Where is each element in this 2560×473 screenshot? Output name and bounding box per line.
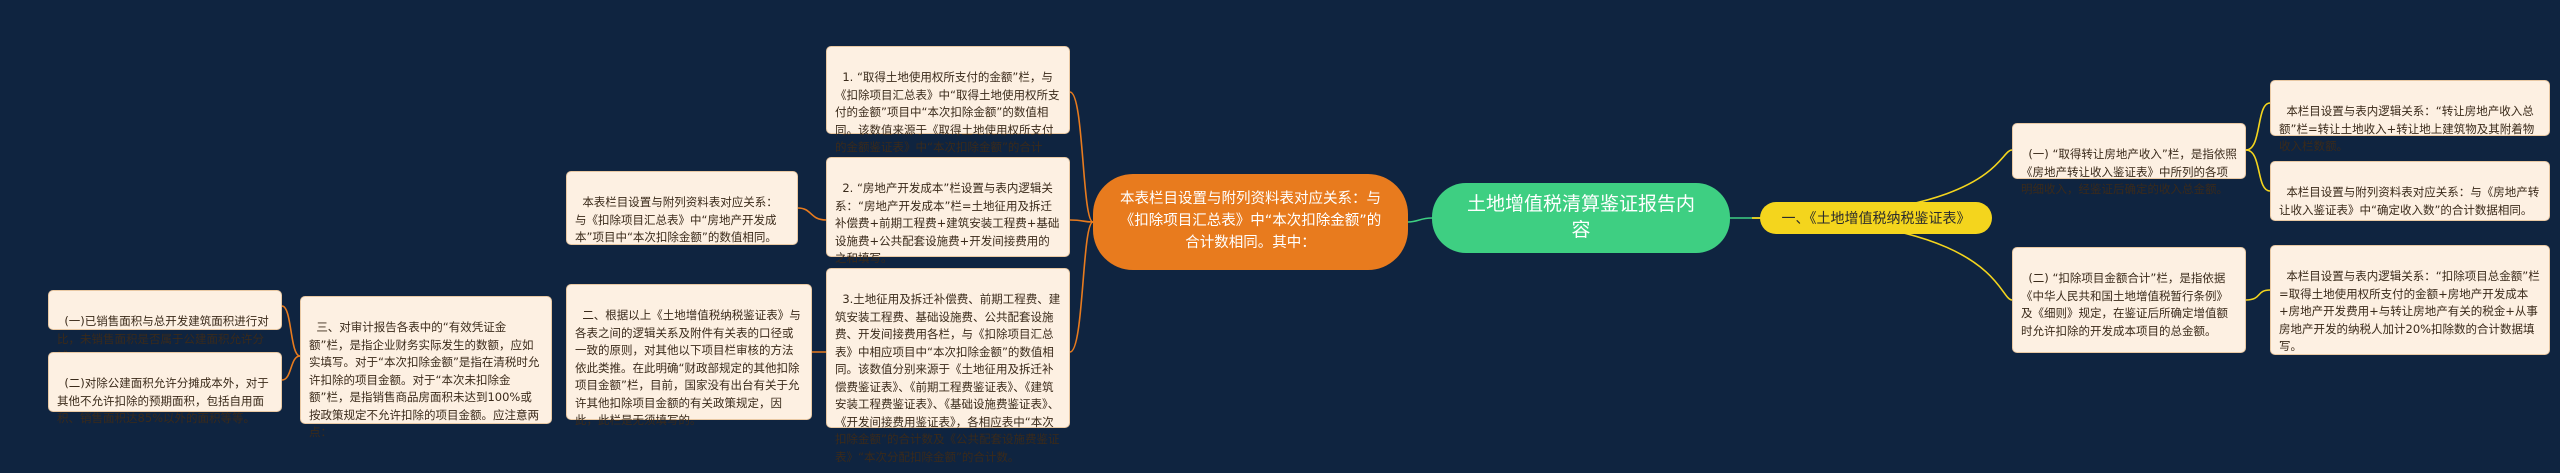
- link-left-1: [1069, 91, 1094, 223]
- right-branch-node[interactable]: 一、《土地增值税纳税鉴证表》: [1760, 202, 1992, 234]
- link-root-left: [1407, 217, 1433, 223]
- link-l4: [281, 305, 301, 357]
- left-level5-a[interactable]: (一)已销售面积与总开发建筑面积进行对比，未销售面积是否属于公建面积允许分摊;: [48, 290, 282, 363]
- right-branch-label: 一、《土地增值税纳税鉴证表》: [1781, 211, 1971, 227]
- right-grandchild-2a[interactable]: 本栏目设置与表内逻辑关系：“扣除项目总金额”栏=取得土地使用权所支付的金额+房地…: [2270, 245, 2550, 355]
- left-branch-label: 本表栏目设置与附列资料表对应关系：与《扣除项目汇总表》中“本次扣除金额”的合计数…: [1119, 191, 1382, 251]
- right-grandchild-1a-text: 本栏目设置与表内逻辑关系：“转让房地产收入总额”栏=转让土地收入+转让地上建筑物…: [2279, 104, 2535, 154]
- left-child-1[interactable]: 1. “取得土地使用权所支付的金额”栏，与《扣除项目汇总表》中“取得土地使用权所…: [826, 46, 1070, 172]
- root-node[interactable]: 土地增值税清算鉴证报告内容: [1432, 183, 1730, 253]
- left-level3[interactable]: 二、根据以上《土地增值税纳税鉴证表》与各表之间的逻辑关系及附件有关表的口径或一致…: [566, 284, 812, 427]
- left-level5-b-text: (二)对除公建面积允许分摊成本外，对于其他不允许扣除的预期面积，包括自用面积、销…: [57, 376, 269, 426]
- right-child-1-text: (一) “取得转让房地产收入”栏，是指依照《房地产转让收入鉴证表》中所列的各项明…: [2021, 147, 2237, 197]
- left-level5-a-text: (一)已销售面积与总开发建筑面积进行对比，未销售面积是否属于公建面积允许分摊;: [57, 314, 269, 363]
- left-level4-text: 三、对审计报告各表中的“有效凭证金额”栏，是指企业财务实际发生的数额，应如实填写…: [309, 320, 540, 440]
- right-grandchild-1b-text: 本栏目设置与附列资料表对应关系：与《房地产转让收入鉴证表》中“确定收入数”的合计…: [2279, 185, 2540, 217]
- left-child-3-text: 3.土地征用及拆迁补偿费、前期工程费、建筑安装工程费、基础设施费、公共配套设施费…: [835, 292, 1061, 464]
- right-grandchild-1b[interactable]: 本栏目设置与附列资料表对应关系：与《房地产转让收入鉴证表》中“确定收入数”的合计…: [2270, 161, 2550, 221]
- link-left-2a: [797, 207, 827, 221]
- left-child-2[interactable]: 2. “房地产开发成本”栏设置与表内逻辑关系：“房地产开发成本”栏=土地征用及拆…: [826, 157, 1070, 265]
- left-child-3[interactable]: 3.土地征用及拆迁补偿费、前期工程费、建筑安装工程费、基础设施费、公共配套设施费…: [826, 268, 1070, 464]
- left-branch-node[interactable]: 本表栏目设置与附列资料表对应关系：与《扣除项目汇总表》中“本次扣除金额”的合计数…: [1093, 174, 1408, 270]
- left-child-2a-text: 本表栏目设置与附列资料表对应关系：与《扣除项目汇总表》中“房地产开发成本”项目中…: [575, 195, 778, 245]
- left-child-2a[interactable]: 本表栏目设置与附列资料表对应关系：与《扣除项目汇总表》中“房地产开发成本”项目中…: [566, 171, 798, 245]
- left-level5-b[interactable]: (二)对除公建面积允许分摊成本外，对于其他不允许扣除的预期面积，包括自用面积、销…: [48, 352, 282, 425]
- right-child-1[interactable]: (一) “取得转让房地产收入”栏，是指依照《房地产转让收入鉴证表》中所列的各项明…: [2012, 123, 2246, 196]
- right-grandchild-2a-text: 本栏目设置与表内逻辑关系：“扣除项目总金额”栏=取得土地使用权所支付的金额+房地…: [2279, 269, 2540, 354]
- right-grandchild-1a[interactable]: 本栏目设置与表内逻辑关系：“转让房地产收入总额”栏=转让土地收入+转让地上建筑物…: [2270, 80, 2550, 153]
- left-level3-text: 二、根据以上《土地增值税纳税鉴证表》与各表之间的逻辑关系及附件有关表的口径或一致…: [575, 308, 801, 428]
- left-child-1-text: 1. “取得土地使用权所支付的金额”栏，与《扣除项目汇总表》中“取得土地使用权所…: [835, 70, 1060, 171]
- link-left-3: [1069, 221, 1094, 353]
- link-l4b: [281, 355, 301, 381]
- right-child-2-text: (二) “扣除项目金额合计”栏，是指依据《中华人民共和国土地增值税暂行条例》及《…: [2021, 271, 2228, 338]
- left-level4[interactable]: 三、对审计报告各表中的“有效凭证金额”栏，是指企业财务实际发生的数额，应如实填写…: [300, 296, 552, 439]
- link-left-2: [1069, 219, 1094, 223]
- right-child-2[interactable]: (二) “扣除项目金额合计”栏，是指依据《中华人民共和国土地增值税暂行条例》及《…: [2012, 247, 2246, 353]
- root-label: 土地增值税清算鉴证报告内容: [1466, 193, 1695, 241]
- link-right-1a: [2245, 102, 2271, 151]
- link-right-1b: [2245, 149, 2271, 192]
- left-child-2-text: 2. “房地产开发成本”栏设置与表内逻辑关系：“房地产开发成本”栏=土地征用及拆…: [835, 181, 1060, 266]
- link-right-2a: [2245, 289, 2271, 301]
